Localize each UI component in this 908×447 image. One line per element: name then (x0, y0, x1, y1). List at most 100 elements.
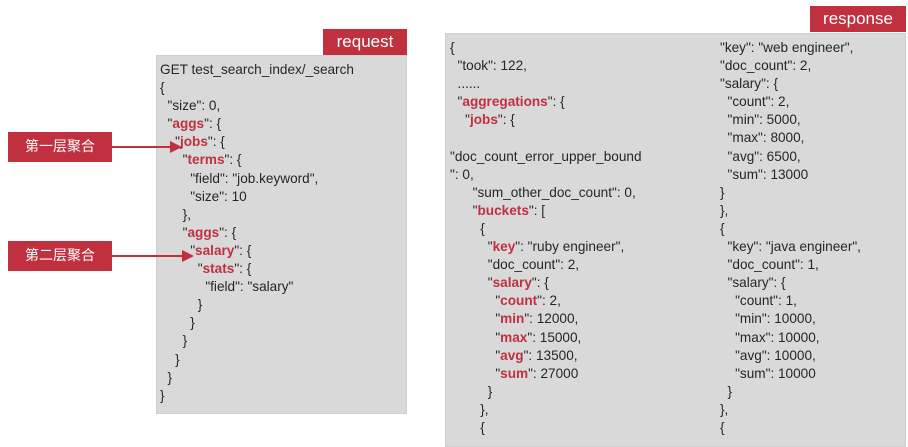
response-code-right-line: { (720, 220, 861, 238)
response-code-left-line: "sum_other_doc_count": 0, (450, 184, 642, 202)
code-text: }, (160, 206, 191, 222)
response-tab: response (810, 6, 906, 32)
json-key-highlight: stats (202, 261, 235, 277)
code-text: ": 13500, (523, 347, 578, 363)
code-text: "sum": 10000 (720, 365, 816, 381)
response-code-left-line: "doc_count_error_upper_bound (450, 148, 642, 166)
code-text: ": { (234, 261, 252, 277)
code-text: } (720, 383, 733, 399)
response-code-right-line: } (720, 383, 861, 401)
response-code-right-line: { (720, 419, 861, 437)
response-code-left: { "took": 122, ...... "aggregations": { … (450, 39, 642, 437)
code-text: } (160, 369, 173, 385)
code-text: "max": 10000, (720, 329, 820, 345)
code-text: "doc_count": 2, (720, 58, 812, 74)
code-text: " (160, 116, 173, 132)
code-text: ": { (224, 152, 242, 168)
response-code-right-line: "salary": { (720, 75, 861, 93)
response-code-right-line: "avg": 10000, (720, 347, 861, 365)
code-text: { (450, 419, 485, 435)
response-code-left-line: "took": 122, (450, 57, 642, 75)
first-level-agg-callout: 第一层聚合 (8, 132, 112, 162)
code-text: "field": "salary" (160, 279, 294, 295)
request-code-line: }, (160, 206, 354, 224)
response-code-left-line: "count": 2, (450, 292, 642, 310)
code-text: " (450, 347, 501, 363)
request-panel (156, 55, 407, 414)
response-code-left-line: "avg": 13500, (450, 347, 642, 365)
request-code-line: "salary": { (160, 242, 354, 260)
code-text: ": [ (528, 202, 546, 218)
request-code-line: } (160, 387, 354, 405)
response-code-left-line: "buckets": [ (450, 202, 642, 220)
code-text: ": { (547, 94, 565, 110)
json-key-highlight: max (500, 329, 528, 345)
code-text: { (160, 80, 165, 96)
code-text: ": { (497, 112, 515, 128)
request-code-line: } (160, 332, 354, 350)
request-code-line: } (160, 369, 354, 387)
code-text: ": 15000, (527, 329, 582, 345)
code-text: "count": 1, (720, 293, 797, 309)
request-code-line: "field": "job.keyword", (160, 170, 354, 188)
response-code-right-line: "min": 5000, (720, 111, 861, 129)
code-text: } (160, 333, 188, 349)
code-text: { (450, 40, 455, 55)
request-code-line: "field": "salary" (160, 278, 354, 296)
code-text: "sum_other_doc_count": 0, (450, 184, 636, 200)
code-text: " (450, 112, 470, 128)
second-level-arrow-icon (112, 250, 194, 262)
response-code-left-line (450, 129, 642, 147)
code-text: { (720, 220, 725, 236)
code-text: "salary": { (720, 275, 786, 291)
code-text: " (450, 275, 493, 291)
response-code-left-line: ...... (450, 75, 642, 93)
second-level-agg-callout: 第二层聚合 (8, 241, 112, 271)
response-code-left-line: { (450, 220, 642, 238)
request-code-line: "stats": { (160, 260, 354, 278)
response-code-right-line: } (720, 184, 861, 202)
response-code-left-line: { (450, 39, 642, 57)
response-code-left-line: { (450, 419, 642, 437)
json-key-highlight: jobs (469, 112, 498, 128)
response-code-left-line: "key": "ruby engineer", (450, 238, 642, 256)
response-code-left-line: }, (450, 401, 642, 419)
request-code-line: "terms": { (160, 151, 354, 169)
response-code-right-line: "key": "web engineer", (720, 39, 861, 57)
code-text: "min": 5000, (720, 112, 801, 128)
code-text: ": { (207, 134, 225, 150)
code-text: ": { (234, 242, 252, 258)
response-code-right-line: "doc_count": 1, (720, 256, 861, 274)
response-code-right-line: "doc_count": 2, (720, 57, 861, 75)
request-code-line: } (160, 296, 354, 314)
request-code-line: "size": 0, (160, 97, 354, 115)
json-key-highlight: aggs (172, 116, 205, 132)
response-code-right-line: "key": "java engineer", (720, 238, 861, 256)
code-text: "avg": 10000, (720, 347, 816, 363)
json-key-highlight: jobs (179, 134, 208, 150)
response-code-right-line: "min": 10000, (720, 310, 861, 328)
code-text: " (160, 224, 188, 240)
code-text: "avg": 6500, (720, 148, 801, 164)
request-code-line: } (160, 351, 354, 369)
code-text: " (450, 311, 501, 327)
request-code-line: GET test_search_index/_search (160, 61, 354, 79)
code-text: " (450, 239, 493, 255)
code-text: } (160, 387, 165, 403)
request-code-line: } (160, 314, 354, 332)
code-text: " (450, 329, 501, 345)
response-code-right-line: "sum": 13000 (720, 166, 861, 184)
code-text: " (450, 365, 501, 381)
code-text: { (450, 220, 485, 236)
code-text: "doc_count": 1, (720, 257, 819, 273)
code-text: " (160, 261, 203, 277)
json-key-highlight: aggregations (462, 94, 548, 110)
code-text: ": { (219, 224, 237, 240)
response-code-left-line: "aggregations": { (450, 93, 642, 111)
code-text: " (160, 152, 188, 168)
response-code-right-line: "count": 1, (720, 292, 861, 310)
code-text: }, (720, 401, 729, 417)
json-key-highlight: min (500, 311, 525, 327)
code-text: " (160, 242, 196, 258)
code-text: "sum": 13000 (720, 166, 809, 182)
